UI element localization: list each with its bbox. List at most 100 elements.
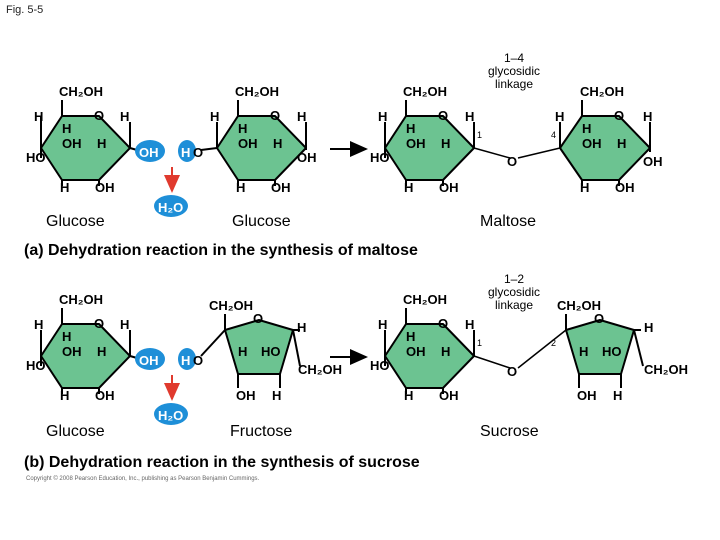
h-atom: H xyxy=(97,136,106,151)
h-atom: H xyxy=(120,317,129,332)
h-highlight xyxy=(178,348,196,370)
h-atom: H xyxy=(465,109,474,124)
linkage-title-a: 1–4 xyxy=(503,51,525,65)
bond xyxy=(292,329,301,367)
h-atom: H xyxy=(555,109,564,124)
reacting-oh-a: OH xyxy=(135,140,165,162)
caption-a: (a) Dehydration reaction in the synthesi… xyxy=(24,242,418,259)
h-highlight xyxy=(178,140,196,162)
oh-group: OH xyxy=(236,388,256,403)
water-label: H₂O xyxy=(158,200,183,215)
ho-group: HO xyxy=(370,150,390,165)
water-highlight xyxy=(154,403,188,425)
oh-group: OH xyxy=(406,136,426,151)
oh-group: OH xyxy=(615,180,635,195)
reacting-h-a: H xyxy=(178,140,196,162)
oh-group: OH xyxy=(271,180,291,195)
carbon-number-2: 2 xyxy=(551,338,556,348)
h-atom: H xyxy=(644,320,653,335)
h-atom: H xyxy=(406,121,415,136)
ch2oh-group: CH₂OH xyxy=(235,84,279,99)
glucose-molecule-b: CH₂OH O H H H OH H HO H OH xyxy=(26,292,138,403)
glycosidic-bond xyxy=(517,329,567,369)
h-atom: H xyxy=(60,388,69,403)
water-label: H₂O xyxy=(158,408,183,423)
ring-oxygen: O xyxy=(253,311,263,326)
oh-highlight xyxy=(135,348,165,370)
ch2oh-group: CH₂OH xyxy=(59,84,103,99)
h-atom: H xyxy=(580,180,589,195)
linkage-title-b: 1–2 xyxy=(503,272,525,286)
fructose-molecule: CH₂OH O H O H HO CH₂OH OH H xyxy=(193,298,342,403)
glucose-label-a1: Glucose xyxy=(46,213,105,230)
fructose-label: Fructose xyxy=(230,423,293,440)
copyright-notice: Copyright © 2008 Pearson Education, Inc.… xyxy=(26,476,260,482)
h-atom: H xyxy=(617,136,626,151)
carbon-number-1: 1 xyxy=(477,338,482,348)
h-atom: H xyxy=(34,317,43,332)
oh-group: OH xyxy=(95,180,115,195)
oh-group: OH xyxy=(406,344,426,359)
h-atom: H xyxy=(582,121,591,136)
o-atom: O xyxy=(193,353,203,368)
h-atom: H xyxy=(643,109,652,124)
glucose-ring xyxy=(40,323,131,389)
linkage-line1-b: glycosidic xyxy=(487,285,541,299)
ring-oxygen: O xyxy=(594,311,604,326)
ch2oh-group: CH₂OH xyxy=(557,298,601,313)
bond xyxy=(200,147,218,151)
h-atom: H xyxy=(441,136,450,151)
maltose-label: Maltose xyxy=(480,213,537,230)
h-atom: H xyxy=(441,344,450,359)
oh-group: OH xyxy=(439,180,459,195)
ho-group: HO xyxy=(370,358,390,373)
h-atom: H xyxy=(120,109,129,124)
h-atom: H xyxy=(62,121,71,136)
reacting-h-label: H xyxy=(181,145,190,160)
h-atom: H xyxy=(62,329,71,344)
bond xyxy=(633,329,644,367)
oh-group: OH xyxy=(297,150,317,165)
h-atom: H xyxy=(272,388,281,403)
h-atom: H xyxy=(236,180,245,195)
linkage-label-b: 1–2 glycosidic linkage xyxy=(474,273,554,312)
oh-group: OH xyxy=(582,136,602,151)
caption-b: (b) Dehydration reaction in the synthesi… xyxy=(24,454,420,471)
oh-group: OH xyxy=(62,344,82,359)
reacting-h-label: H xyxy=(181,353,190,368)
linkage-line1-a: glycosidic xyxy=(487,64,541,78)
glucose-molecule-a2: CH₂OH O H H H OH H O OH H OH xyxy=(193,84,317,195)
reacting-h-b: H xyxy=(178,348,196,370)
ring-oxygen: O xyxy=(438,108,448,123)
reacting-oh-label: OH xyxy=(139,145,159,160)
o-atom: O xyxy=(193,145,203,160)
ch2oh-group: CH₂OH xyxy=(298,362,342,377)
ch2oh-group: CH₂OH xyxy=(580,84,624,99)
h-atom: H xyxy=(378,109,387,124)
bond xyxy=(200,329,226,357)
ho-group: HO xyxy=(261,344,281,359)
ch2oh-group: CH₂OH xyxy=(209,298,253,313)
glycosidic-bond xyxy=(517,147,561,159)
oh-group: OH xyxy=(577,388,597,403)
glucose-molecule-a1: CH₂OH O H H H OH H HO H OH xyxy=(26,84,138,195)
h-atom: H xyxy=(60,180,69,195)
oh-group: OH xyxy=(238,136,258,151)
ring-oxygen: O xyxy=(438,316,448,331)
glucose-ring xyxy=(559,115,651,181)
h-atom: H xyxy=(613,388,622,403)
ring-oxygen: O xyxy=(270,108,280,123)
carbon-number-1: 1 xyxy=(477,130,482,140)
ch2oh-group: CH₂OH xyxy=(403,84,447,99)
ring-oxygen: O xyxy=(94,108,104,123)
h-atom: H xyxy=(297,320,306,335)
oh-group: OH xyxy=(439,388,459,403)
maltose-molecule: CH₂OH O H H H OH H HO H OH O 1 4 CH₂OH O… xyxy=(370,84,663,195)
linkage-line2-b: linkage xyxy=(494,298,534,312)
h-atom: H xyxy=(34,109,43,124)
oh-highlight xyxy=(135,140,165,162)
h-atom: H xyxy=(404,388,413,403)
ch2oh-group: CH₂OH xyxy=(403,292,447,307)
glucose-ring xyxy=(384,115,475,181)
ho-group: HO xyxy=(602,344,622,359)
